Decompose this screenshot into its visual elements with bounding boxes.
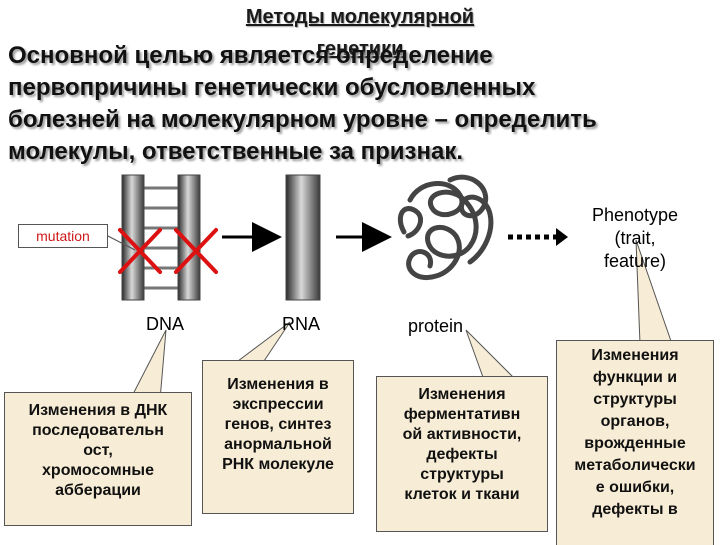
lead-line: Основной целью является определение (8, 42, 493, 69)
protein-icon (397, 174, 494, 280)
lead-line: молекулы, ответственные за признак. (8, 138, 464, 165)
callout-line: клеток и ткани (404, 486, 520, 503)
lead-paragraph: Основной целью является определение перв… (8, 40, 714, 168)
phenotype-line: feature) (603, 251, 667, 271)
rna-icon (285, 174, 321, 301)
callout-line: абберации (55, 482, 141, 499)
lead-line: болезней на молекулярном уровне – опреде… (8, 106, 597, 133)
callout-phenotype: Изменения функции и структуры органов, в… (556, 340, 714, 545)
callout-line: дефекты (426, 446, 498, 463)
page-title-line2: генетики (316, 38, 404, 60)
lead-line: первопричины генетически обусловленных (8, 74, 536, 101)
callout-line: структуры (420, 466, 504, 483)
phenotype-line: Phenotype (591, 205, 679, 225)
phenotype-line: (trait, (614, 228, 656, 248)
callout-dna: Изменения в ДНК последовательн ост, хром… (4, 392, 192, 526)
callout-line: РНК молекуле (222, 456, 334, 473)
callout-line: анормальной (224, 436, 332, 453)
page-title-line1: Методы молекулярной (245, 6, 475, 28)
rna-label: RNA (282, 314, 321, 334)
callout-line: ост, (83, 442, 113, 459)
callout-pointers (129, 239, 673, 401)
phenotype-arrow-icon (508, 228, 568, 246)
callout-line: врожденные (584, 435, 686, 452)
callout-protein: Изменения ферментативн ой активности, де… (376, 376, 548, 532)
protein-label: protein (408, 316, 464, 336)
callout-line: органов, (600, 413, 670, 430)
callout-line: метаболически (574, 457, 696, 474)
mutation-pointer (105, 234, 136, 251)
callout-line: дефекты в (592, 501, 678, 518)
callout-line: генов, синтез (224, 416, 332, 433)
callout-line: Изменения в ДНК (28, 402, 168, 419)
callout-line: экспрессии (232, 396, 324, 413)
phenotype-label: Phenotype (trait, feature) (560, 204, 710, 273)
callout-line: Изменения (591, 347, 679, 364)
callout-line: функции и (592, 369, 678, 386)
callout-line: хромосомные (42, 462, 154, 479)
mutation-x-icon (118, 228, 218, 274)
mutation-label: mutation (18, 224, 108, 248)
dna-icon (121, 174, 201, 301)
callout-line: е ошибки, (595, 479, 675, 496)
callout-line: последовательн (32, 422, 164, 439)
dna-label: DNA (146, 314, 185, 334)
callout-line: структуры (593, 391, 677, 408)
callout-line: ой активности, (402, 426, 522, 443)
callout-line: Изменения (418, 386, 506, 403)
callout-rna: Изменения в экспрессии генов, синтез ано… (202, 360, 354, 514)
callout-line: ферментативн (403, 406, 521, 423)
callout-line: Изменения в (227, 376, 329, 393)
